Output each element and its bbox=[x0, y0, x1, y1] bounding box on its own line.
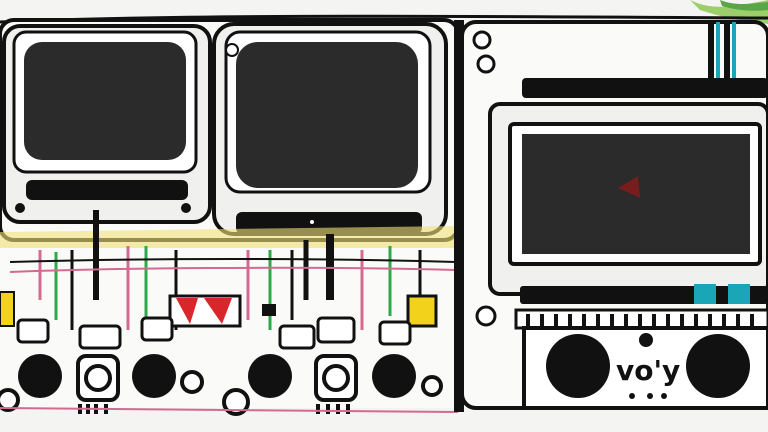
yellow-strip bbox=[0, 226, 458, 250]
left-connector-bay bbox=[0, 210, 459, 416]
speaker-icon bbox=[546, 334, 610, 398]
knob-icon bbox=[372, 354, 416, 398]
connector-row bbox=[16, 316, 412, 350]
monitor-1-screen bbox=[24, 42, 186, 160]
monitor-2-screen bbox=[236, 42, 418, 188]
led-indicator-icon bbox=[618, 176, 640, 198]
top-cables bbox=[708, 22, 736, 98]
right-equipment-module: vo'y bbox=[460, 20, 768, 410]
monitor-2 bbox=[212, 22, 448, 236]
module-separator bbox=[454, 20, 464, 412]
top-slot bbox=[522, 78, 768, 98]
knob-icon bbox=[132, 354, 176, 398]
vent-grille bbox=[514, 308, 768, 330]
knob-icon bbox=[18, 354, 62, 398]
panel-glyphs: vo'y bbox=[616, 354, 680, 387]
speaker-icon bbox=[686, 334, 750, 398]
monitor-1 bbox=[2, 24, 212, 224]
knob-icon bbox=[248, 354, 292, 398]
led-indicators bbox=[0, 291, 438, 328]
left-equipment-module bbox=[0, 18, 460, 250]
knob-row bbox=[0, 354, 443, 416]
